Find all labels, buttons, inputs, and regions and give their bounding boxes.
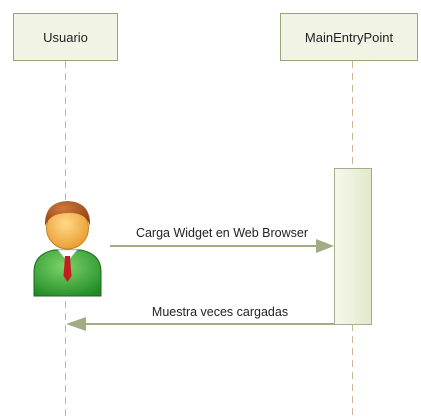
participant-main-entry-point: MainEntryPoint — [280, 13, 418, 61]
message-response: Muestra veces cargadas — [66, 305, 334, 331]
participant-usuario-label: Usuario — [43, 30, 88, 45]
message-response-label: Muestra veces cargadas — [152, 305, 288, 319]
message-request-label: Carga Widget en Web Browser — [136, 226, 308, 240]
message-request-arrowhead — [316, 239, 334, 253]
message-response-arrowhead — [66, 317, 86, 331]
activation-bar — [334, 168, 372, 325]
participant-usuario: Usuario — [13, 13, 118, 61]
participant-main-entry-point-box — [280, 13, 418, 61]
participant-main-entry-point-label: MainEntryPoint — [305, 30, 394, 45]
message-request: Carga Widget en Web Browser — [110, 226, 334, 253]
participant-usuario-box — [13, 13, 118, 61]
user-actor-icon — [33, 201, 102, 297]
